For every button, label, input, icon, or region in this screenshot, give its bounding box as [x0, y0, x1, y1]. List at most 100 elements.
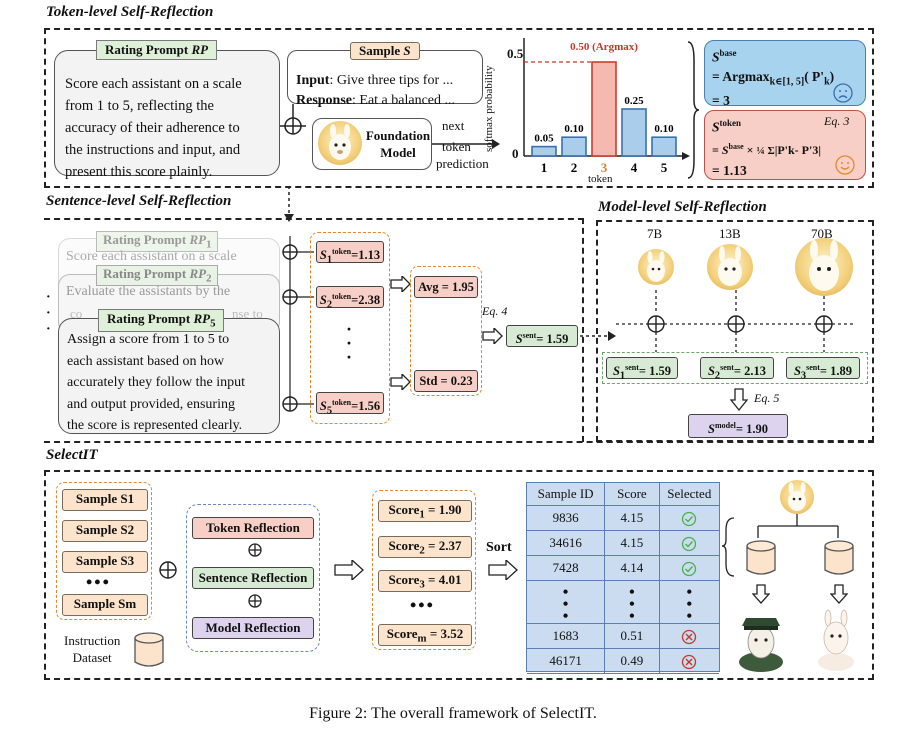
eq4-label: Eq. 4 — [482, 304, 508, 318]
selected-database-icon — [746, 540, 776, 575]
selector-llama-icon — [780, 480, 814, 514]
bar-label-5: 0.10 — [654, 123, 674, 135]
cell-id: 7428 — [527, 556, 606, 580]
split-connector — [722, 514, 839, 577]
sentence-level-frame — [44, 218, 584, 442]
selected-check-icon — [660, 556, 719, 580]
input-label: Input — [296, 73, 330, 88]
rp2-text: Evaluate the assistants by the — [66, 284, 231, 299]
cell-score: 4.15 — [605, 506, 660, 530]
model-score: Smodel= 1.90 — [688, 414, 788, 438]
bar-5 — [651, 136, 677, 157]
database-icon — [134, 632, 164, 667]
rp2-fragment-right: nse to — [232, 306, 263, 321]
score-3: Score3 = 4.01 — [378, 570, 472, 592]
sentence-to-model-arrow — [580, 331, 616, 341]
size-70b: 70B — [811, 226, 833, 241]
rejected-x-icon — [660, 649, 719, 673]
sample-box: Input: Give three tips for ... Response:… — [287, 50, 483, 108]
sent1-score: S1sent= 1.59 — [606, 357, 678, 382]
sentence-level-title: Sentence-level Self-Reflection — [46, 193, 232, 209]
s1-token-score: S1token=1.13 — [316, 241, 384, 266]
llama-icon — [318, 121, 362, 165]
sent2-score: S2sent= 2.13 — [700, 357, 774, 382]
score-dots: ••• — [410, 595, 435, 615]
argmax-label: 0.50 (Argmax) — [570, 41, 638, 53]
officer-llama-icon — [739, 618, 783, 672]
response-label: Response — [296, 93, 353, 108]
selectit-title: SelectIT — [46, 447, 98, 463]
cell-id: 9836 — [527, 506, 606, 530]
arrow-to-avg — [390, 276, 411, 292]
token-score-box: Stoken = Sbase × ¼ Σ|P'k- P'3| = 1.13 — [704, 110, 866, 180]
x-tick-4: 4 — [631, 160, 638, 175]
col-header-score: Score — [605, 483, 660, 505]
plain-llama-icon — [818, 609, 854, 671]
rp-line-2: from 1 to 5, reflecting the — [65, 98, 214, 114]
x-axis-arrow — [682, 152, 690, 160]
score-m: Scorem = 3.52 — [378, 624, 472, 646]
score-1: Score1 = 1.90 — [378, 500, 472, 522]
selectit-frame — [44, 470, 874, 680]
sentence-connectors — [282, 236, 314, 412]
rp1-label: Rating Prompt RP1 — [96, 231, 219, 252]
avg-score: Avg = 1.95 — [414, 276, 478, 298]
selected-check-icon — [660, 506, 719, 530]
prediction-label: prediction — [436, 156, 489, 171]
rejected-x-icon — [660, 624, 719, 648]
arrow-to-std — [390, 374, 411, 390]
figure-caption: Figure 2: The overall framework of Selec… — [309, 705, 597, 722]
remaining-database-icon — [824, 540, 854, 575]
input-text: : Give three tips for ... — [329, 73, 454, 88]
s5-token-score: S5token=1.56 — [316, 392, 384, 417]
table-gap-row: ••••••••• — [527, 581, 719, 625]
table-dots: ••• — [605, 581, 660, 625]
base-score-box: Sbase = Argmaxk∈[1, 5]( P'k) = 3 — [704, 40, 866, 108]
llama-70b-icon — [795, 238, 853, 296]
bar-2 — [561, 136, 587, 157]
rp-line-3: accuracy of their adherence to — [65, 120, 240, 136]
arrow-sort — [488, 560, 518, 580]
sad-face-icon — [833, 83, 853, 103]
rp2-label: Rating Prompt RP2 — [96, 265, 219, 286]
sample-s1: Sample S1 — [62, 489, 148, 511]
next-label: next — [442, 118, 465, 133]
model-reflection: Model Reflection — [192, 617, 314, 639]
arrow-to-sent — [482, 328, 503, 344]
x-axis-label: token — [588, 173, 613, 185]
left-dots: ··· — [46, 290, 51, 337]
rating-prompt-label: Rating Prompt RP — [96, 40, 218, 60]
model-level-title: Model-level Self-Reflection — [598, 199, 767, 215]
bar-4 — [621, 108, 647, 157]
sent3-score: S3sent= 1.89 — [786, 357, 860, 382]
response-text: : Eat a balanced ... — [352, 93, 456, 108]
rp1-text: Score each assistant on a scale — [66, 249, 237, 264]
cell-id: 46171 — [527, 649, 606, 673]
brace-icon — [687, 41, 700, 179]
avg-std-group — [410, 266, 482, 396]
col-header-selected: Selected — [667, 486, 712, 501]
x-tick-3: 3 — [601, 160, 608, 175]
token-level-frame — [44, 28, 874, 188]
score-2: Score2 = 2.37 — [378, 536, 472, 558]
eq3-label: Eq. 3 — [824, 114, 850, 128]
size-13b: 13B — [719, 226, 741, 241]
bar-3 — [591, 61, 617, 157]
plus-icon — [159, 561, 177, 579]
sample-dots: ••• — [86, 572, 111, 592]
arrow-to-model — [730, 388, 748, 412]
rp-connector — [280, 104, 306, 135]
sample-label: Sample S — [350, 42, 420, 60]
cell-score: 4.15 — [605, 531, 660, 555]
sample-s2: Sample S2 — [62, 520, 148, 542]
token-scores-group — [310, 232, 390, 424]
bar-label-4: 0.25 — [624, 95, 644, 107]
bar-1 — [531, 145, 557, 157]
llama-7b-icon — [638, 249, 674, 285]
x-tick-5: 5 — [661, 160, 668, 175]
